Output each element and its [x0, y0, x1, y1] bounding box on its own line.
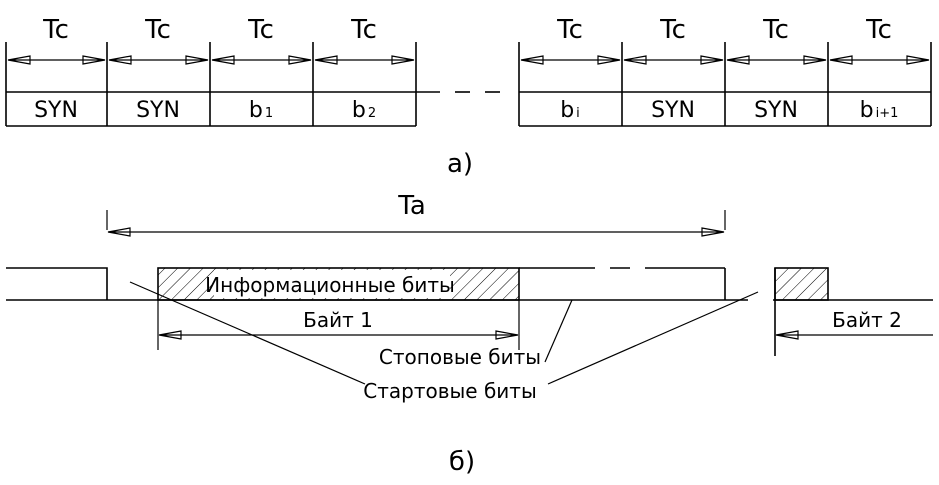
period-label-tc: Tc — [350, 15, 377, 45]
period-label-tc: Tc — [865, 15, 892, 45]
period-label-tc: Tc — [659, 15, 686, 45]
byte2-start-block — [774, 267, 829, 301]
period-label-ta: Ta — [397, 191, 426, 221]
async-frame: Ta Информационные биты Байт 1 Байт 2 — [6, 191, 933, 477]
cell-syn: SYN — [34, 98, 78, 123]
cell-syn: SYN — [136, 98, 180, 123]
cell-syn: SYN — [651, 98, 695, 123]
caption-b: б) — [449, 447, 475, 477]
byte2-label: Байт 2 — [832, 308, 902, 332]
period-label-tc: Tc — [42, 15, 69, 45]
period-arrows — [7, 55, 930, 65]
start-bits-label: Стартовые биты — [363, 379, 536, 403]
info-bits-label: Информационные биты — [205, 273, 455, 297]
stop-bits-label: Стоповые биты — [379, 345, 541, 369]
period-label-tc: Tc — [556, 15, 583, 45]
period-label-tc: Tc — [762, 15, 789, 45]
byte1-label: Байт 1 — [303, 308, 373, 332]
period-label-tc: Tc — [144, 15, 171, 45]
cell-syn: SYN — [754, 98, 798, 123]
period-label-tc: Tc — [247, 15, 274, 45]
caption-a: а) — [447, 149, 473, 179]
